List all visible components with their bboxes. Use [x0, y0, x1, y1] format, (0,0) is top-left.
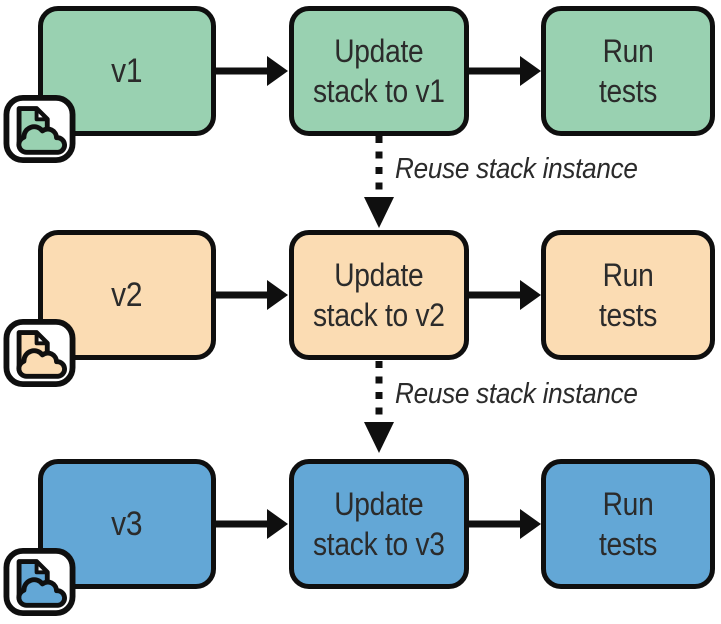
update-stack-label: Update stack to v2: [313, 257, 445, 333]
update-stack-label: Update stack to v3: [313, 486, 445, 562]
arrow-right-icon: [215, 280, 288, 310]
reuse-stack-label: Reuse stack instance: [395, 378, 638, 410]
arrow-right-icon: [468, 56, 541, 86]
version-label: v2: [111, 276, 143, 314]
arrow-right-icon: [468, 509, 541, 539]
run-tests-label: Run tests: [598, 486, 658, 562]
file-cloud-icon: [2, 318, 77, 388]
file-cloud-icon: [2, 547, 77, 617]
update-stack-node: Update stack to v2: [289, 230, 469, 360]
run-tests-node: Run tests: [541, 6, 715, 136]
reuse-connector: Reuse stack instance: [357, 136, 697, 231]
dashed-arrow-down-icon: [364, 136, 394, 228]
arrow-right-icon: [215, 509, 288, 539]
update-stack-node: Update stack to v3: [289, 459, 469, 589]
arrow-right-icon: [468, 280, 541, 310]
run-tests-node: Run tests: [541, 459, 715, 589]
run-tests-label: Run tests: [598, 33, 658, 109]
version-label: v1: [111, 52, 143, 90]
arrow-right-icon: [215, 56, 288, 86]
pipeline-row-v3: v3 Update stack to v3 Run tests: [0, 459, 721, 617]
update-stack-node: Update stack to v1: [289, 6, 469, 136]
update-stack-label: Update stack to v1: [313, 33, 445, 109]
pipeline-row-v2: v2 Update stack to v2 Run tests: [0, 230, 721, 388]
version-label: v3: [111, 505, 143, 543]
reuse-connector: Reuse stack instance: [357, 361, 697, 456]
dashed-arrow-down-icon: [364, 361, 394, 453]
reuse-stack-label: Reuse stack instance: [395, 153, 638, 185]
file-cloud-icon: [2, 94, 77, 164]
pipeline-row-v1: v1 Update stack to v1 Run tests: [0, 6, 721, 164]
run-tests-node: Run tests: [541, 230, 715, 360]
run-tests-label: Run tests: [598, 257, 658, 333]
